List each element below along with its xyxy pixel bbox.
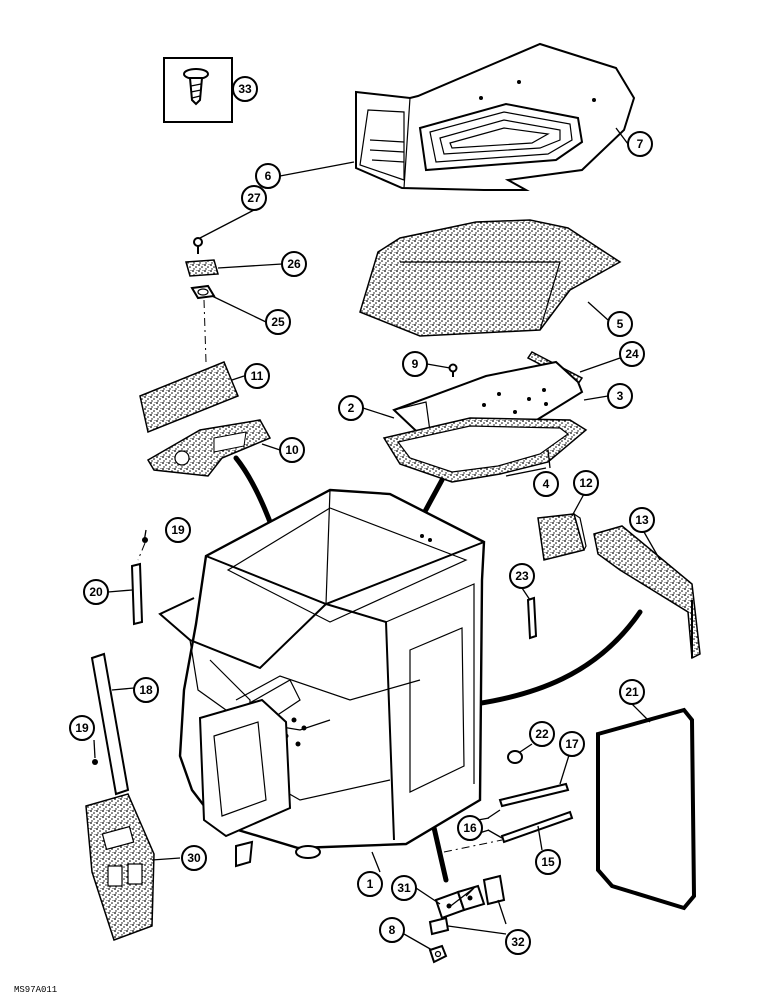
part-11-foam-panel — [139, 361, 239, 434]
svg-text:7: 7 — [637, 137, 644, 151]
svg-text:10: 10 — [285, 443, 299, 457]
callout-5: 5 — [607, 311, 633, 337]
part-25-gasket — [190, 284, 216, 300]
svg-text:3: 3 — [617, 389, 624, 403]
callout-16: 16 — [457, 815, 483, 841]
callout-11: 11 — [244, 363, 270, 389]
part-33-push-fastener — [163, 57, 233, 123]
callout-7: 7 — [627, 131, 653, 157]
svg-text:33: 33 — [238, 82, 252, 96]
callout-3: 3 — [607, 383, 633, 409]
svg-text:9: 9 — [412, 357, 419, 371]
callout-13: 13 — [629, 507, 655, 533]
svg-text:17: 17 — [565, 737, 579, 751]
callout-12: 12 — [573, 470, 599, 496]
part-9-screw — [448, 363, 458, 377]
callout-23: 23 — [509, 563, 535, 589]
callout-2: 2 — [338, 395, 364, 421]
svg-text:18: 18 — [139, 683, 153, 697]
part-12-side-panel — [537, 513, 587, 561]
svg-text:15: 15 — [541, 855, 555, 869]
callout-33: 33 — [232, 76, 258, 102]
callout-19-lower: 19 — [69, 715, 95, 741]
callout-18: 18 — [133, 677, 159, 703]
part-5-insulation-mat — [359, 219, 622, 337]
dashboard-bracket — [198, 698, 292, 868]
callout-24: 24 — [619, 341, 645, 367]
part-31-mount-blocks — [434, 884, 486, 920]
part-7-floor-mat — [355, 42, 636, 191]
callout-25: 25 — [265, 309, 291, 335]
callout-17: 17 — [559, 731, 585, 757]
svg-text:26: 26 — [287, 257, 301, 271]
callout-15: 15 — [535, 849, 561, 875]
part-22-plug — [507, 750, 523, 764]
svg-text:19: 19 — [171, 523, 185, 537]
callout-6: 6 — [255, 163, 281, 189]
svg-text:25: 25 — [271, 315, 285, 329]
callout-10: 10 — [279, 437, 305, 463]
svg-text:13: 13 — [635, 513, 649, 527]
svg-text:21: 21 — [625, 685, 639, 699]
part-4-gasket — [382, 417, 588, 483]
part-21-window — [596, 707, 697, 911]
callout-21: 21 — [619, 679, 645, 705]
svg-text:5: 5 — [617, 317, 624, 331]
svg-text:19: 19 — [75, 721, 89, 735]
diagram-code: MS97A011 — [14, 985, 57, 995]
callout-31: 31 — [391, 875, 417, 901]
part-30-floor-panel — [85, 793, 155, 941]
svg-text:31: 31 — [397, 881, 411, 895]
callout-30: 30 — [181, 845, 207, 871]
part-8-nut — [428, 944, 448, 964]
callout-22: 22 — [529, 721, 555, 747]
part-13-side-panel — [593, 525, 701, 660]
part-20-trim-strip — [130, 562, 144, 626]
part-19-screw-lower — [92, 759, 98, 765]
svg-text:22: 22 — [535, 727, 549, 741]
svg-text:27: 27 — [247, 191, 261, 205]
svg-text:2: 2 — [348, 401, 355, 415]
callout-26: 26 — [281, 251, 307, 277]
part-10-panel — [146, 419, 272, 477]
svg-text:1: 1 — [367, 877, 374, 891]
svg-text:11: 11 — [251, 369, 264, 383]
svg-text:16: 16 — [463, 821, 477, 835]
svg-text:12: 12 — [579, 476, 593, 490]
part-27-screw — [193, 237, 203, 254]
callout-1: 1 — [357, 871, 383, 897]
callout-4: 4 — [533, 471, 559, 497]
svg-text:23: 23 — [515, 569, 529, 583]
svg-text:30: 30 — [187, 851, 201, 865]
part-18-trim-strip — [90, 652, 130, 796]
part-17-rail — [498, 782, 570, 808]
part-26-cover-plate — [185, 259, 219, 277]
callout-20: 20 — [83, 579, 109, 605]
callout-19-upper: 19 — [165, 517, 191, 543]
part-23-strip — [526, 596, 538, 640]
svg-text:24: 24 — [625, 347, 639, 361]
leader-lines — [93, 88, 661, 951]
callout-32: 32 — [505, 929, 531, 955]
svg-text:6: 6 — [265, 169, 272, 183]
callout-8: 8 — [379, 917, 405, 943]
svg-text:20: 20 — [89, 585, 103, 599]
part-15-rail — [500, 810, 574, 844]
callout-27: 27 — [241, 185, 267, 211]
callout-9: 9 — [402, 351, 428, 377]
svg-text:32: 32 — [511, 935, 525, 949]
svg-text:8: 8 — [389, 923, 396, 937]
svg-text:4: 4 — [543, 477, 550, 491]
part-32-bracket — [428, 874, 506, 936]
